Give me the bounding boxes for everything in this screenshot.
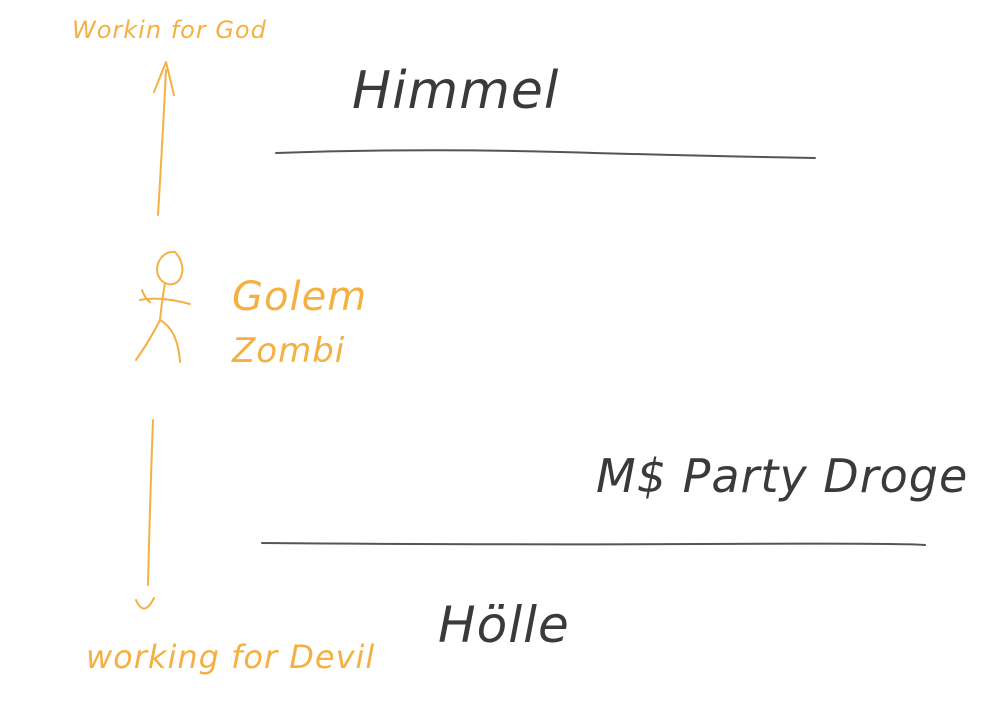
middle-label: M$ Party Droge (596, 449, 968, 503)
creature-label-golem: Golem (232, 274, 367, 320)
stick-figure-icon (135, 250, 191, 363)
creature-label-zombi: Zombi (231, 331, 345, 371)
up-direction-label: Workin for God (72, 16, 267, 44)
down-arrow-shaft (147, 419, 154, 586)
heaven-label: Himmel (352, 61, 559, 121)
up-arrow-shaft (157, 69, 167, 216)
up-arrow-head (153, 61, 175, 96)
down-arrow-head (135, 597, 155, 610)
hell-line (261, 542, 926, 546)
heaven-line (275, 149, 816, 159)
hell-label: Hölle (438, 596, 570, 654)
down-direction-label: working for Devil (86, 638, 375, 676)
